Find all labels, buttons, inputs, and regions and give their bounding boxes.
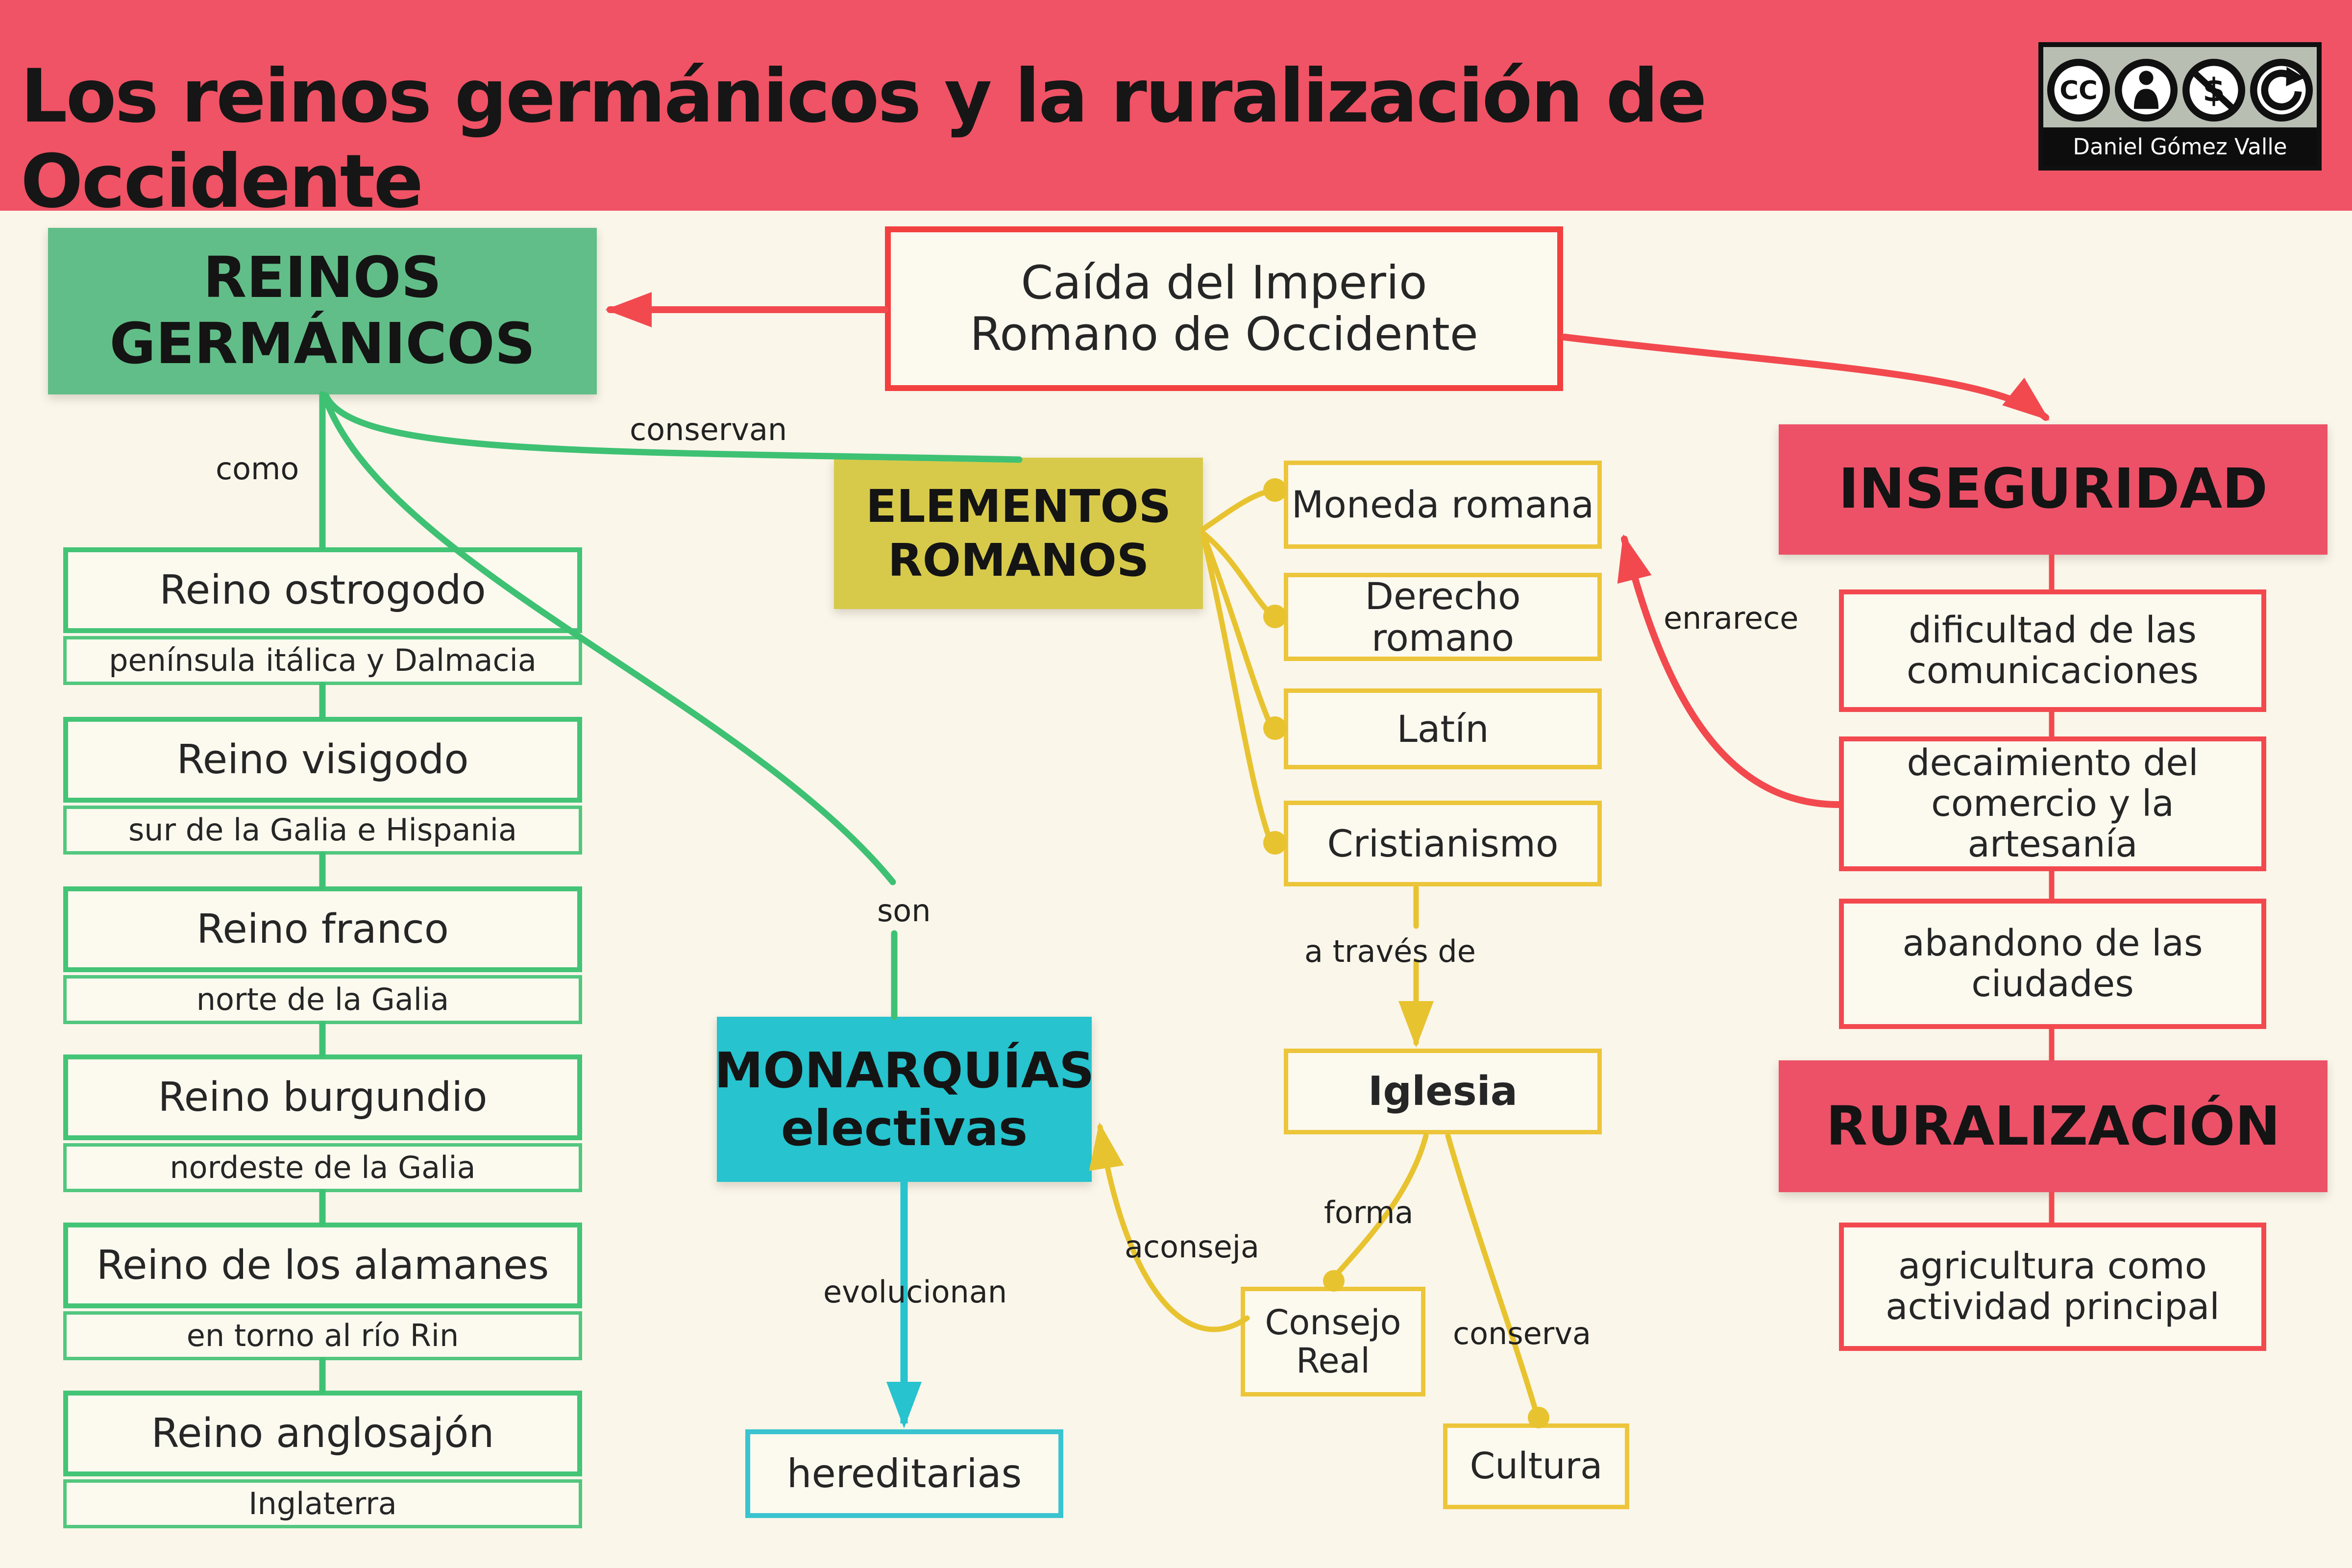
kingdom-location-box: en torno al río Rin (63, 1311, 582, 1360)
attribution-person-icon (2114, 58, 2178, 122)
svg-text:CC: CC (2059, 75, 2098, 105)
node-elementos-line2: ROMANOS (887, 534, 1150, 587)
kingdom-location-box: nordeste de la Galia (63, 1143, 582, 1192)
node-ruralizacion: RURALIZACIÓN (1779, 1060, 2328, 1192)
kingdom-box: Reino franco (63, 886, 582, 972)
kingdom-box: Reino ostrogodo (63, 547, 582, 633)
inseguridad-effect-box: decaimiento del comercio y la artesanía (1839, 736, 2266, 871)
page-title: Los reinos germánicos y la ruralización … (21, 54, 1707, 224)
kingdom-box: Reino anglosajón (63, 1391, 582, 1476)
edge-label-forma: forma (1324, 1195, 1414, 1230)
share-alike-icon (2250, 58, 2313, 122)
edge-label-como: como (216, 451, 299, 487)
edge-label-aconseja: aconseja (1125, 1229, 1259, 1265)
kingdom-box: Reino visigodo (63, 717, 582, 803)
node-monarquias-line2: electivas (781, 1099, 1028, 1157)
kingdom-location-box: norte de la Galia (63, 975, 582, 1024)
edge-label-evolucionan: evolucionan (823, 1274, 1007, 1310)
license-badge: CC $ Daniel Gómez Valle (2038, 42, 2322, 171)
non-commercial-icon: $ (2182, 58, 2246, 122)
node-reinos-line1: REINOS (203, 245, 442, 311)
inseguridad-effect-box: dificultad de las comunicaciones (1839, 589, 2266, 712)
kingdom-location-box: sur de la Galia e Hispania (63, 806, 582, 855)
roman-element-box: Cristianismo (1284, 801, 1602, 886)
edge-label-enrarece: enrarece (1664, 600, 1799, 636)
node-elementos-line1: ELEMENTOS (866, 480, 1171, 533)
node-reinos-line2: GERMÁNICOS (109, 311, 536, 377)
node-caida-imperio: Caída del Imperio Romano de Occidente (885, 226, 1563, 391)
node-monarquias-electivas: MONARQUÍAS electivas (714, 1017, 1095, 1182)
license-author: Daniel Gómez Valle (2043, 127, 2317, 166)
kingdom-location-box: península itálica y Dalmacia (63, 636, 582, 685)
edge-label-son: son (877, 893, 931, 929)
cc-icon: CC (2047, 58, 2110, 122)
node-reinos-germanicos: REINOS GERMÁNICOS (48, 228, 597, 394)
kingdom-location-box: Inglaterra (63, 1479, 582, 1528)
node-iglesia: Iglesia (1284, 1049, 1602, 1134)
roman-element-box: Moneda romana (1284, 461, 1602, 549)
inseguridad-effect-box: abandono de las ciudades (1839, 899, 2266, 1029)
node-elementos-romanos: ELEMENTOS ROMANOS (834, 458, 1203, 609)
edge-label-a-traves-de: a través de (1304, 933, 1476, 969)
node-consejo-real: Consejo Real (1241, 1287, 1425, 1396)
roman-element-box: Latín (1284, 688, 1602, 769)
node-hereditarias: hereditarias (745, 1429, 1063, 1518)
ruralizacion-effect-box: agricultura como actividad principal (1839, 1223, 2266, 1351)
edge-label-conserva: conserva (1453, 1316, 1591, 1351)
node-cultura: Cultura (1443, 1423, 1629, 1509)
license-icons: CC $ (2043, 51, 2317, 129)
kingdom-box: Reino de los alamanes (63, 1223, 582, 1308)
roman-element-box: Derecho romano (1284, 573, 1602, 661)
header-band (0, 0, 2352, 211)
node-inseguridad: INSEGURIDAD (1779, 424, 2328, 555)
kingdom-box: Reino burgundio (63, 1054, 582, 1140)
edge-label-conservan: conservan (630, 412, 787, 447)
node-monarquias-line1: MONARQUÍAS (714, 1041, 1095, 1099)
